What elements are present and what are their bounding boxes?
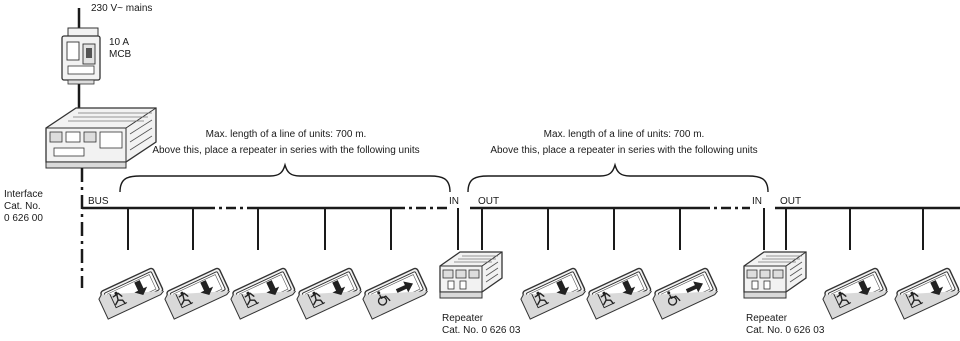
interface-number-label: 0 626 00 (4, 213, 43, 224)
segment-1-brace (119, 162, 451, 193)
segment-1-repeater-note: Above this, place a repeater in series w… (152, 145, 420, 156)
repeater-1-out-label: OUT (478, 196, 500, 207)
segment-1-length-note: Max. length of a line of units: 700 m. (205, 129, 367, 140)
emergency-unit-7 (583, 266, 654, 320)
emergency-unit-2 (161, 266, 232, 320)
bus-label: BUS (88, 196, 109, 207)
repeater-1-in-label: IN (449, 196, 459, 207)
emergency-unit-9 (819, 266, 890, 320)
mcb-type-label: MCB (109, 49, 132, 60)
segment-2-length-note: Max. length of a line of units: 700 m. (543, 129, 705, 140)
mcb-breaker (61, 27, 101, 85)
segment-2-brace (467, 162, 769, 193)
emergency-unit-6 (517, 266, 588, 320)
emergency-unit-10 (891, 266, 960, 320)
repeater-2-cat-label: Cat. No. 0 626 03 (746, 325, 825, 336)
repeater-module-2 (743, 251, 807, 299)
emergency-unit-4 (293, 266, 364, 320)
emergency-unit-8 (649, 266, 720, 320)
emergency-unit-3 (227, 266, 298, 320)
unit-drop-lines (127, 208, 924, 250)
repeater-2-out-label: OUT (780, 196, 802, 207)
interface-module (45, 107, 157, 169)
repeater-2-name-label: Repeater (746, 313, 788, 324)
mcb-rating-label: 10 A (109, 37, 130, 48)
repeater-2-in-label: IN (752, 196, 762, 207)
mains-label: 230 V~ mains (91, 3, 153, 14)
segment-2-repeater-note: Above this, place a repeater in series w… (490, 145, 758, 156)
emergency-unit-5 (359, 266, 430, 320)
repeater-module-1 (439, 251, 503, 299)
repeater-1-cat-label: Cat. No. 0 626 03 (442, 325, 521, 336)
interface-cat-label: Cat. No. (4, 201, 41, 212)
interface-name-label: Interface (4, 189, 43, 200)
repeater-1-name-label: Repeater (442, 313, 484, 324)
emergency-unit-1 (95, 266, 166, 320)
